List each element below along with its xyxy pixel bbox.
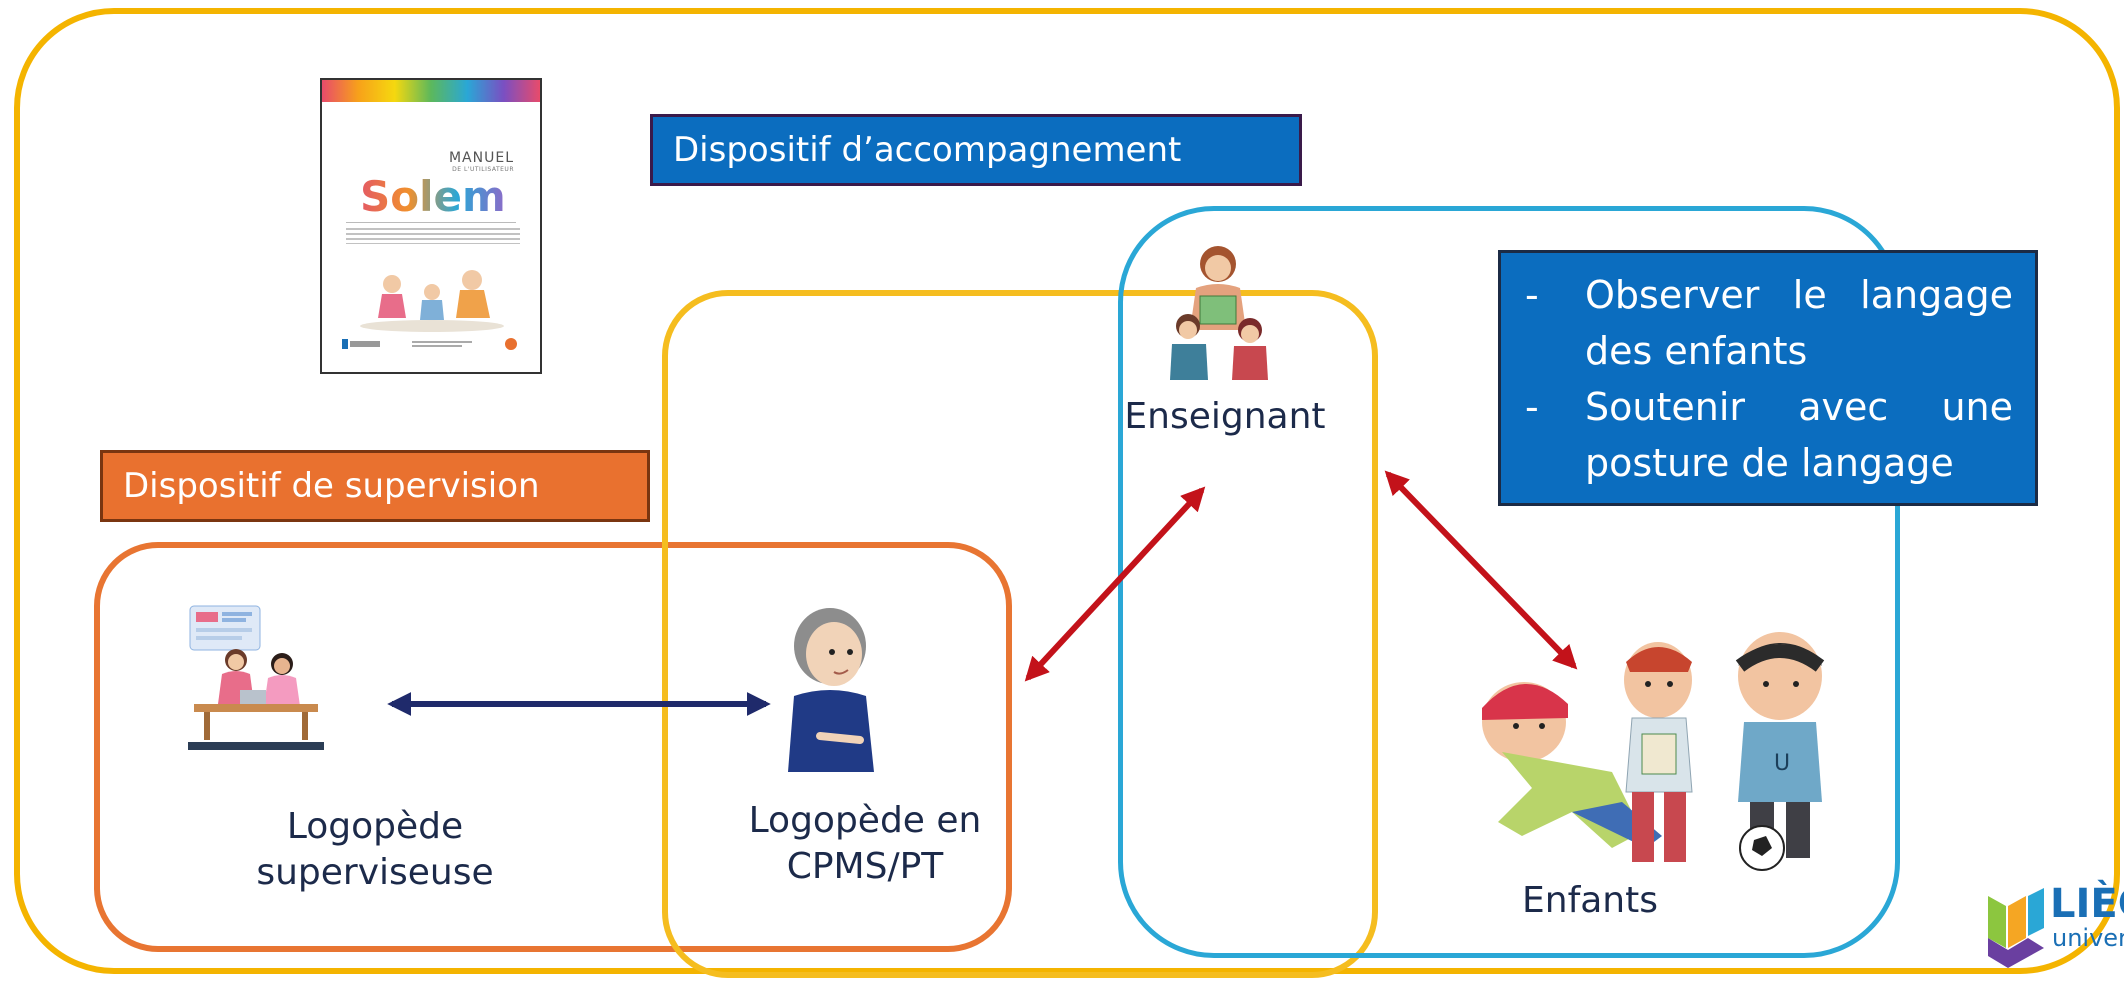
uliege-logo-subtext: univer	[2052, 924, 2124, 952]
manual-logos	[342, 336, 520, 352]
supervision-frame	[94, 542, 1012, 952]
cpms-label-line1: Logopède en	[748, 800, 982, 841]
cpms-logopede-illustration	[788, 608, 874, 772]
objective-item: Observer le langage des enfants	[1525, 267, 2013, 379]
manual-cover-image: MANUEL DE L'UTILISATEUR Solem	[320, 78, 542, 374]
manual-uliege-logo-icon	[342, 339, 380, 349]
supervisor-label-line2: superviseuse	[256, 852, 494, 893]
accompagnement-frame	[662, 290, 1378, 978]
teacher-label: Enseignant	[1124, 396, 1326, 437]
manual-brand: Solem	[360, 172, 506, 221]
outer-frame	[14, 8, 2120, 974]
objectives-box: Observer le langage des enfants Soutenir…	[1498, 250, 2038, 506]
supervisor-label: Logopède superviseuse	[210, 804, 540, 896]
manual-subtitle: DE L'UTILISATEUR	[452, 166, 514, 173]
supervisor-label-line1: Logopède	[286, 806, 464, 847]
cpms-teacher-arrow	[1024, 486, 1206, 682]
teacher-children-arrow	[1384, 470, 1578, 670]
children-illustration: U	[1482, 632, 1825, 871]
cpms-label: Logopède en CPMS/PT	[730, 798, 1000, 890]
objective-item: Soutenir avec une posture de langage	[1525, 379, 2013, 491]
manual-text-lines-icon	[412, 341, 472, 347]
manual-title: MANUEL	[448, 150, 514, 166]
svg-text:U: U	[1774, 751, 1790, 776]
uliege-logo-text: LIÈG	[2050, 881, 2124, 927]
manual-rainbow-band	[322, 80, 540, 102]
teacher-illustration	[1170, 246, 1268, 380]
manual-tagline-lines	[346, 228, 520, 244]
manual-partner-logo-icon	[505, 338, 517, 350]
children-label: Enfants	[1522, 880, 1658, 921]
uliege-logo-icon	[1988, 888, 2044, 968]
supervision-label: Dispositif de supervision	[100, 450, 650, 522]
manual-rule	[346, 222, 516, 223]
supervisor-illustration	[188, 605, 324, 750]
cpms-label-line2: CPMS/PT	[786, 846, 944, 887]
manual-children-illustration	[360, 270, 504, 332]
accompagnement-label: Dispositif d’accompagnement	[650, 114, 1302, 186]
